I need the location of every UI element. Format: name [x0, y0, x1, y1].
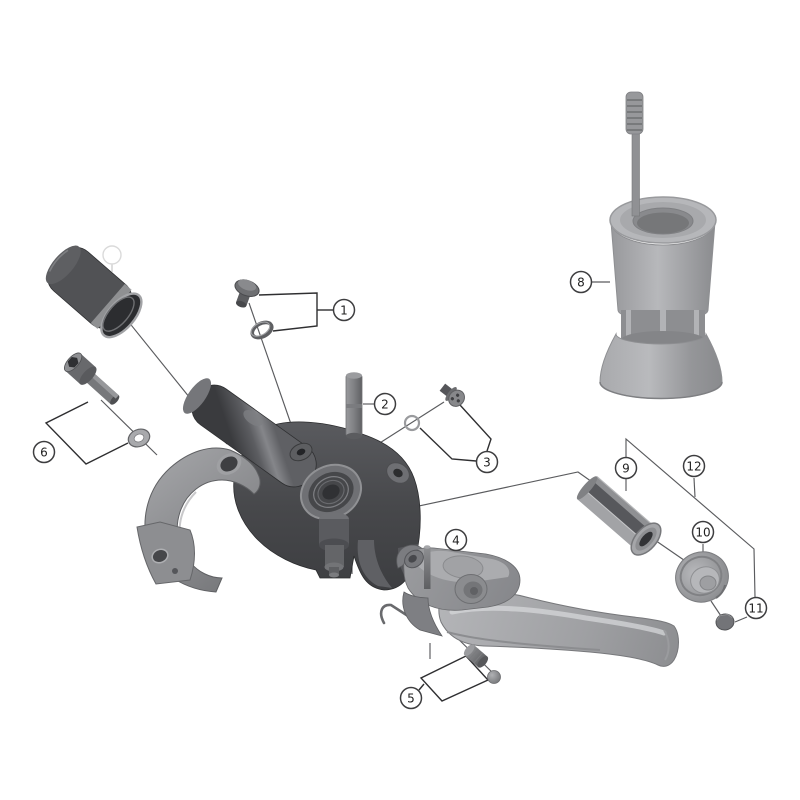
- pivot-pin: [424, 547, 431, 589]
- part-adjuster-bolt: [439, 383, 465, 407]
- part-adjuster-oring: [403, 414, 421, 432]
- svg-text:4: 4: [452, 534, 460, 548]
- svg-text:9: 9: [622, 462, 630, 476]
- callout-9: 9: [614, 456, 638, 480]
- funnel-plunger-knob: [625, 91, 644, 135]
- leader-12: [693, 477, 696, 498]
- bracket-3b: [419, 427, 477, 462]
- bracket-3a: [459, 404, 492, 452]
- clamp-bolt-boss: [386, 462, 410, 484]
- pivot-front-jaw: [402, 591, 443, 637]
- pushrod-boss: [319, 512, 349, 578]
- callout-8: 8: [569, 270, 593, 294]
- clamp-lug-hole: [151, 548, 169, 564]
- callout-12: 12: [682, 454, 706, 478]
- svg-text:1: 1: [340, 304, 348, 318]
- svg-text:5: 5: [407, 692, 415, 706]
- svg-text:3: 3: [483, 456, 491, 470]
- part-pivot-nut: [463, 644, 489, 668]
- svg-text:8: 8: [577, 276, 585, 290]
- callout-2: 2: [373, 392, 397, 416]
- svg-text:11: 11: [748, 602, 763, 616]
- part-end-nut: [715, 613, 735, 631]
- funnel-base: [599, 332, 723, 399]
- callout-4: 4: [444, 528, 468, 552]
- part-bleed-oring: [250, 320, 274, 340]
- return-spring-wire: [379, 603, 410, 625]
- leader-11: [734, 616, 748, 623]
- bleed-port: [289, 442, 313, 462]
- clamp-band-hole: [216, 453, 242, 475]
- funnel-plunger-rod: [631, 129, 640, 217]
- part-ball-end: [487, 670, 501, 684]
- part-bleed-screw: [234, 279, 260, 308]
- svg-text:6: 6: [40, 446, 48, 460]
- callout-5: 5: [399, 686, 423, 710]
- callout-3: 3: [475, 450, 499, 474]
- part-pushrod-pin: [345, 372, 363, 440]
- part-piston: [675, 551, 729, 603]
- part-clamp-washer: [127, 428, 151, 448]
- part-cover: [45, 245, 143, 339]
- reach-adjuster: [404, 549, 424, 569]
- svg-text:10: 10: [695, 526, 710, 540]
- part-clamp-bolt: [63, 352, 120, 405]
- callout-brackets: [44, 281, 756, 702]
- callout-1: 1: [332, 298, 356, 322]
- part-lever-body: [136, 378, 421, 593]
- clevis-prong-left: [357, 540, 392, 588]
- callout-6: 6: [32, 440, 56, 464]
- axis-clamp-bolt: [100, 399, 158, 456]
- bracket-5-stub: [418, 683, 425, 691]
- bracket-6: [44, 401, 129, 465]
- part-lever-blade-assembly: [379, 544, 679, 667]
- barrel-end-cap: [182, 378, 212, 414]
- part-bleed-funnel: [599, 91, 723, 400]
- svg-text:2: 2: [381, 398, 389, 412]
- bracket-5: [419, 655, 490, 702]
- callout-10: 10: [691, 520, 715, 544]
- callout-11: 11: [744, 596, 768, 620]
- svg-text:12: 12: [686, 460, 701, 474]
- axis-piston-to-nut: [710, 600, 722, 617]
- callout-7-faint: [102, 245, 122, 265]
- part-piston-sleeve: [576, 476, 662, 556]
